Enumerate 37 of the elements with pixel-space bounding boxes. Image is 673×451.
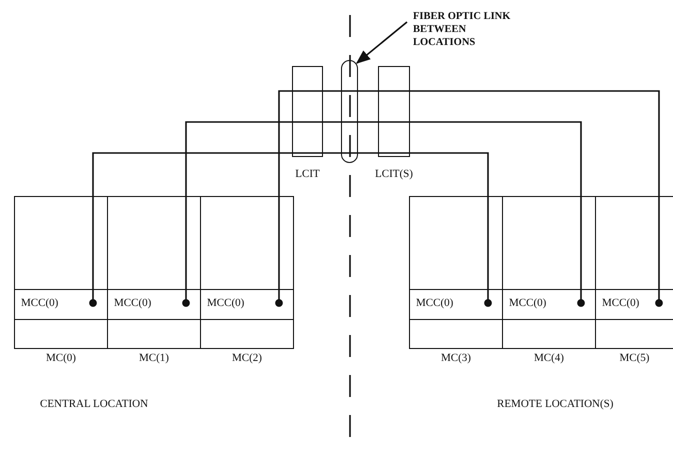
connection-line bbox=[182, 121, 292, 307]
connection-line bbox=[323, 152, 341, 154]
compartment-cell bbox=[15, 289, 107, 320]
terminal-label: LCIT(S) bbox=[375, 168, 413, 180]
location-label: CENTRAL LOCATION bbox=[40, 398, 148, 410]
connection-line bbox=[358, 90, 378, 92]
compartment-cell bbox=[201, 289, 293, 320]
compartment-label: MCC(0) bbox=[602, 297, 640, 309]
leader-arrow bbox=[356, 21, 408, 64]
compartment-cell bbox=[108, 289, 200, 320]
compartment-cell bbox=[410, 289, 502, 320]
compartment-label: MCC(0) bbox=[21, 297, 58, 309]
connection-line bbox=[275, 90, 292, 307]
connection-line bbox=[410, 121, 585, 307]
connection-line bbox=[358, 121, 378, 123]
cabinet-label: MC(5) bbox=[620, 352, 650, 364]
cabinet-label: MC(0) bbox=[46, 352, 76, 364]
cabinet-label: MC(1) bbox=[139, 352, 169, 364]
cabinet-label: MC(2) bbox=[232, 352, 262, 364]
connection-line bbox=[410, 152, 492, 307]
connection-line bbox=[410, 90, 663, 307]
note-text: FIBER OPTIC LINK BETWEEN LOCATIONS bbox=[413, 10, 528, 54]
location-label: REMOTE LOCATION(S) bbox=[497, 398, 614, 410]
compartment-label: MCC(0) bbox=[207, 297, 244, 309]
connection-line bbox=[358, 152, 378, 154]
connection-line bbox=[89, 152, 292, 307]
connection-line bbox=[323, 121, 341, 123]
fiber-link-capsule bbox=[341, 60, 358, 163]
connection-line bbox=[323, 90, 341, 92]
cabinet-label: MC(3) bbox=[441, 352, 471, 364]
cabinet-label: MC(4) bbox=[534, 352, 564, 364]
compartment-label: MCC(0) bbox=[416, 297, 454, 309]
terminal-label: LCIT bbox=[295, 168, 320, 180]
compartment-label: MCC(0) bbox=[509, 297, 546, 309]
compartment-label: MCC(0) bbox=[114, 297, 152, 309]
compartment-cell bbox=[503, 289, 595, 320]
compartment-cell bbox=[596, 289, 673, 320]
